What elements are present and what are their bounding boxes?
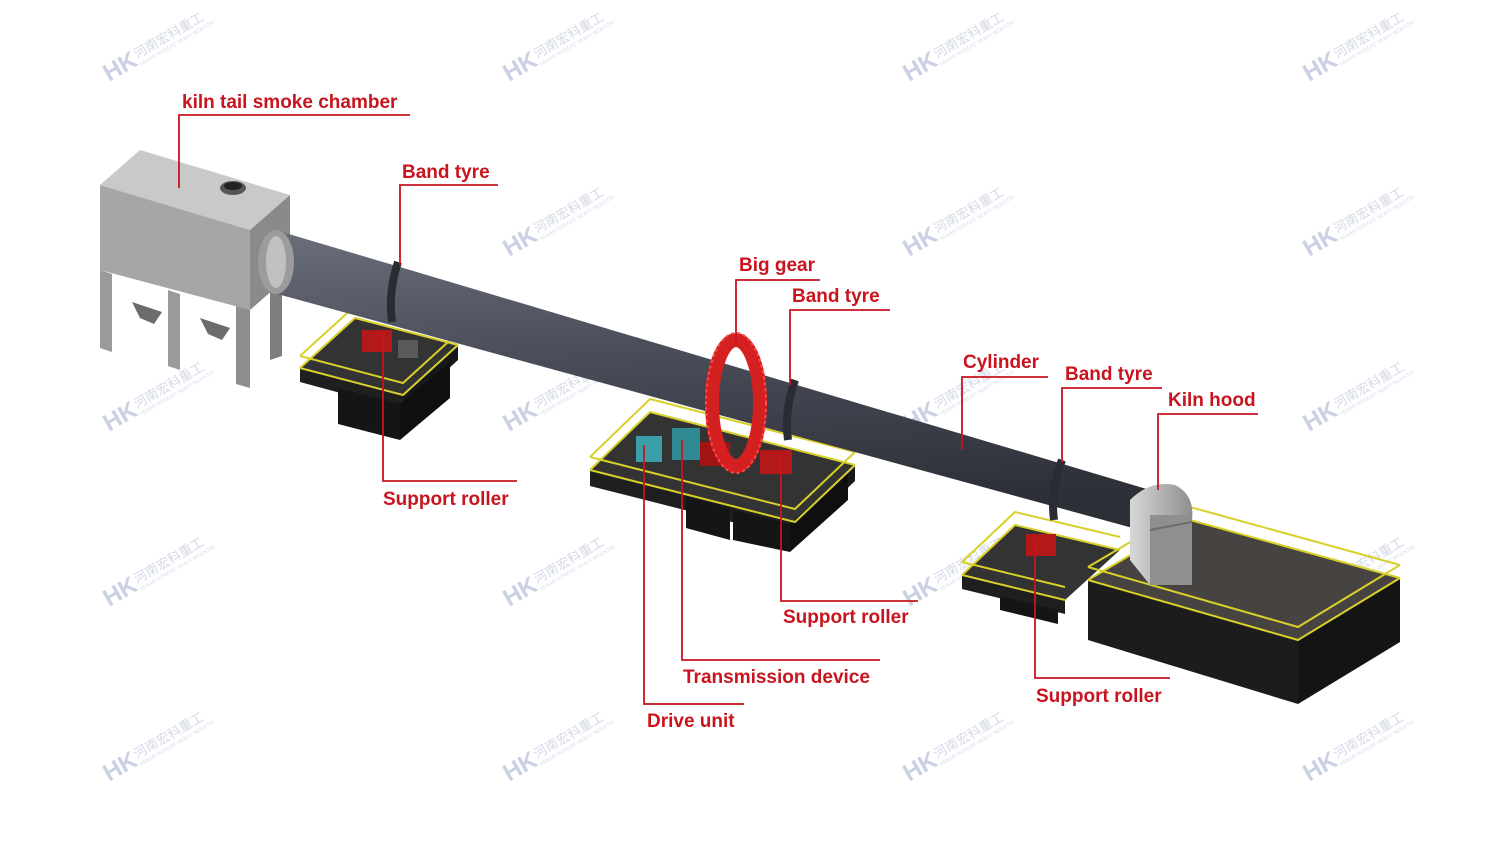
label-band-tyre-1: Band tyre: [402, 162, 490, 183]
label-kiln-tail-smoke-chamber: kiln tail smoke chamber: [182, 92, 398, 113]
kiln-hood: [1130, 484, 1193, 585]
label-support-roller-3: Support roller: [1036, 686, 1162, 707]
label-band-tyre-3: Band tyre: [1065, 364, 1153, 385]
label-band-tyre-2: Band tyre: [792, 286, 880, 307]
label-support-roller-2: Support roller: [783, 607, 909, 628]
label-transmission-device: Transmission device: [683, 667, 870, 688]
label-cylinder: Cylinder: [963, 352, 1040, 373]
platform-tail: [299, 304, 459, 440]
leader-lines: [178, 114, 1258, 705]
labels: kiln tail smoke chamber Band tyre Big ge…: [182, 92, 1256, 732]
label-drive-unit: Drive unit: [647, 711, 735, 732]
label-support-roller-1: Support roller: [383, 489, 509, 510]
platform-head: [961, 510, 1121, 624]
label-kiln-hood: Kiln hood: [1168, 390, 1256, 411]
label-big-gear: Big gear: [739, 255, 816, 276]
